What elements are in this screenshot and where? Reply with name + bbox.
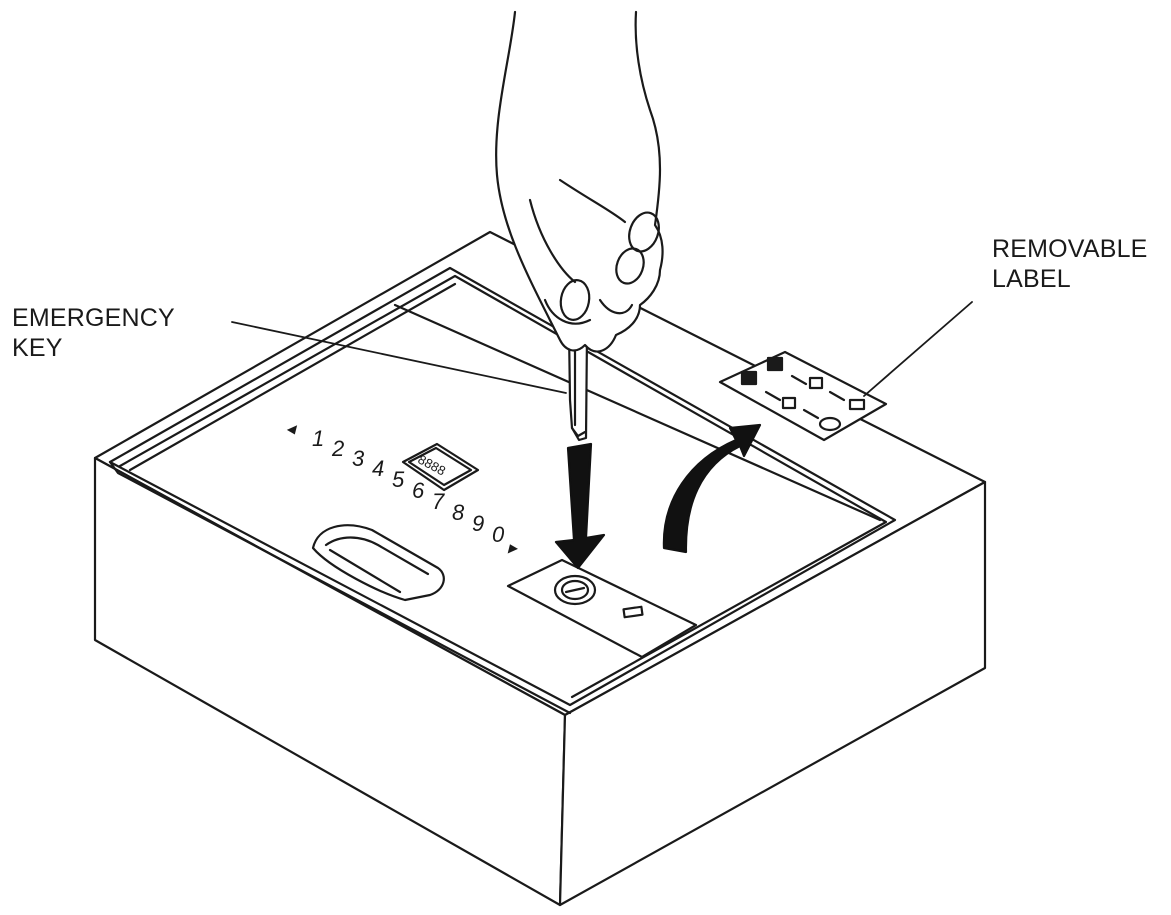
curved-arrow-icon [662,423,762,554]
emergency-key-leader [231,321,567,394]
callout-line: EMERGENCY [12,304,175,332]
keypad-digit: 6 [412,478,425,503]
keypad-digit: 9 [472,511,484,536]
lid-handle [311,524,445,602]
keypad-digit: 5 [392,467,405,492]
keypad-display [401,442,480,492]
emergency-key-callout: EMERGENCY KEY [12,303,175,363]
keypad-digit: 3 [352,446,365,471]
removable-label-callout: REMOVABLE LABEL [992,234,1148,294]
arrow-down-icon [554,442,606,570]
keypad-right-arrow: ▶ [507,541,518,555]
removable-label-sticker [718,350,888,442]
callout-line: LABEL [992,265,1071,293]
safe-body [93,230,987,907]
keypad-digit: 2 [331,436,344,461]
lock-plate [506,558,698,659]
hand-icon [495,10,664,353]
callout-line: REMOVABLE [992,235,1148,263]
keypad-digit: 0 [492,522,505,547]
keyhole-icon [553,574,597,606]
callout-line: KEY [12,334,63,362]
keypad-left-arrow: ◀ [286,422,298,436]
keypad-digit: 7 [432,489,445,514]
removable-label-leader [863,301,973,397]
keypad-digit: 4 [372,456,384,481]
battery-icon [622,605,644,619]
lid-panel [311,350,888,659]
keypad-digit: 8 [452,500,465,525]
keypad-digit: 1 [312,426,324,451]
